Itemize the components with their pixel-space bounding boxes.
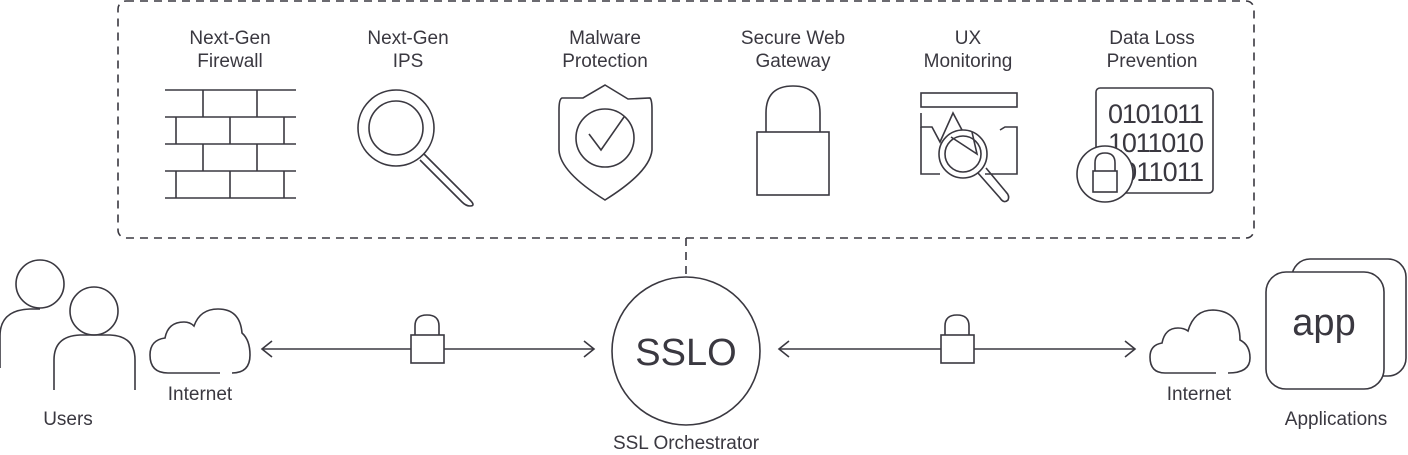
shield-check-icon [558, 84, 653, 201]
service-label-swg: Secure Web Gateway [740, 28, 846, 72]
internet-label-left: Internet [167, 384, 233, 405]
applications-label: Applications [1284, 409, 1388, 430]
sslo-node [611, 276, 761, 426]
service-label-ux: UX Monitoring [923, 28, 1013, 72]
brick-wall-icon [165, 89, 296, 199]
sslo-badge: SSLO [635, 332, 736, 374]
encryption-lock-icon-right [940, 314, 975, 364]
internet-label-right: Internet [1166, 384, 1232, 405]
cloud-icon-left [149, 308, 251, 374]
users-label: Users [43, 409, 93, 430]
service-label-ips: Next-Gen IPS [367, 28, 449, 72]
service-label-ngfw: Next-Gen Firewall [189, 28, 271, 72]
magnifier-icon [357, 89, 474, 207]
sslo-label: SSL Orchestrator [612, 433, 760, 454]
padlock-icon [756, 85, 830, 196]
app-badge: app [1292, 302, 1355, 344]
monitor-magnifier-icon [920, 92, 1018, 203]
cloud-icon-right [1149, 309, 1251, 374]
binary-line-1: 0101011 [1108, 99, 1204, 129]
service-label-malware: Malware Protection [562, 28, 648, 72]
service-label-dlp: Data Loss Prevention [1106, 28, 1198, 72]
applications-icon [1265, 258, 1407, 390]
encryption-lock-icon-left [410, 314, 445, 364]
users-icon [0, 259, 136, 390]
